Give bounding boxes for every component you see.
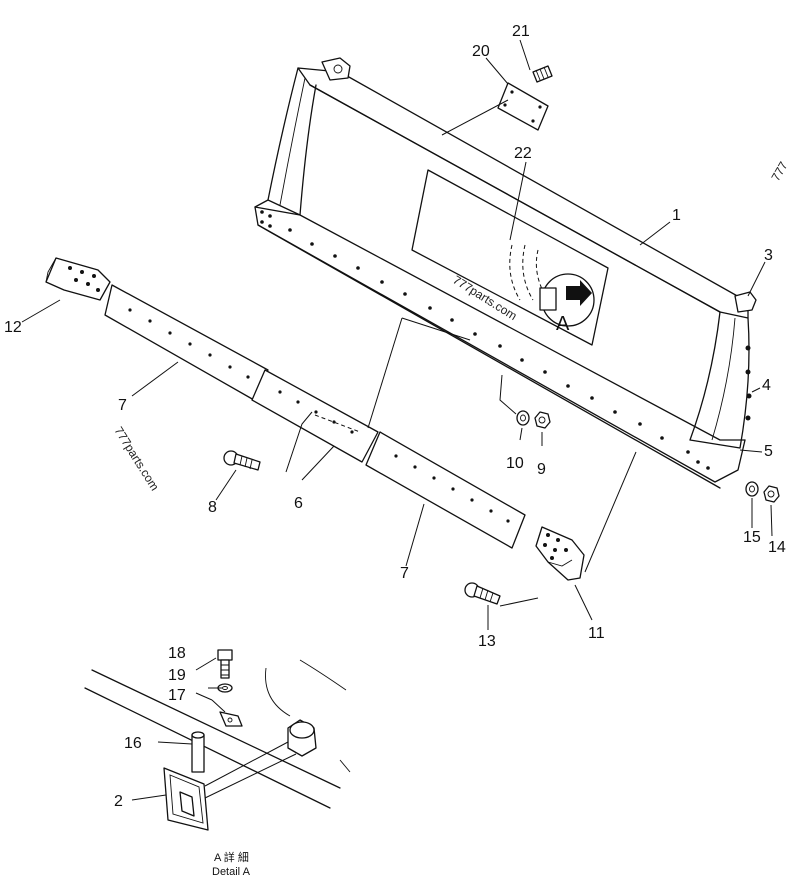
blade-assembly [254,57,757,489]
callout-labels: 21 20 22 1 3 4 5 12 7 6 8 7 10 9 15 14 1… [4,23,786,810]
callout-4: 4 [762,377,771,394]
plate-20 [497,82,549,131]
callout-14: 14 [768,539,786,556]
callout-8: 8 [208,499,217,516]
bolt-21 [532,65,553,83]
cutting-edge-6-middle [251,369,379,463]
washer-15 [745,481,759,497]
bolt-8 [223,450,261,471]
callout-9: 9 [537,461,546,478]
callout-2: 2 [114,793,123,810]
callout-7-left: 7 [118,397,127,414]
callout-5: 5 [764,443,773,460]
blade-bolt-holes [260,210,710,470]
callout-19: 19 [168,667,186,684]
callout-12: 12 [4,319,22,336]
watermark-left: 777parts.com [111,424,161,493]
callout-20: 20 [472,43,490,60]
callout-18: 18 [168,645,186,662]
end-bit-11 [535,526,585,581]
callout-21: 21 [512,23,530,40]
bolt-13 [464,582,501,605]
detail-a-inset [84,649,351,831]
detail-marker-a: A [556,313,570,335]
detail-caption-en: Detail A [212,866,251,877]
callout-3: 3 [764,247,773,264]
callout-13: 13 [478,633,496,650]
nut-14 [763,485,780,503]
callout-10: 10 [506,455,524,472]
cutting-edge-7-right [365,431,526,549]
callout-6: 6 [294,495,303,512]
callout-17: 17 [168,687,186,704]
callout-22: 22 [514,145,532,162]
detail-caption-jp: A 詳 細 [214,850,249,864]
callout-1: 1 [672,207,681,224]
callout-11: 11 [588,625,605,642]
end-bit-12 [45,257,111,301]
watermark-center: 777parts.com [450,273,519,323]
leader-lines [21,39,773,630]
cutting-edge-7-left [104,284,269,401]
callout-16: 16 [124,735,142,752]
watermark-right: 777 [768,159,790,184]
nut-9 [534,411,551,429]
washer-10 [516,410,530,426]
callout-15: 15 [743,529,761,546]
callout-7-right: 7 [400,565,409,582]
